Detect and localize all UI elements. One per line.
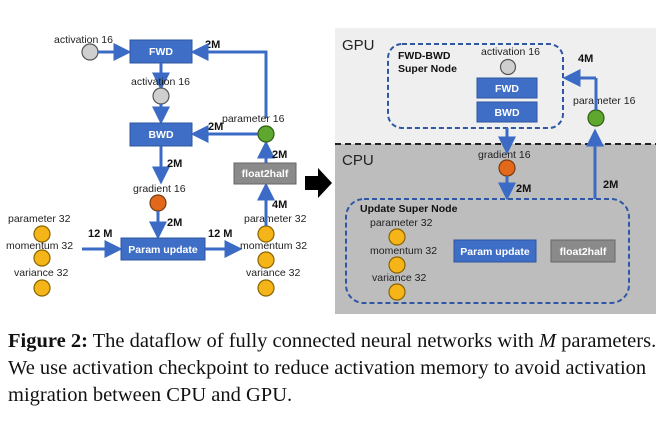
- parameter-half-label: parameter 16: [222, 113, 285, 125]
- caption-text-1: The dataflow of fully connected neural n…: [87, 330, 539, 352]
- momentum-in-label: momentum 32: [6, 240, 73, 252]
- caption-label: Figure 2:: [8, 330, 88, 352]
- parameter-in-node: [33, 225, 51, 243]
- parameter-half-node: [257, 125, 275, 143]
- update-super-node: [345, 198, 630, 304]
- qty-12m-out: 12 M: [208, 228, 232, 240]
- transform-arrow-icon: [305, 168, 332, 198]
- cpu-label: CPU: [342, 152, 374, 169]
- float2half-label: float2half: [242, 168, 289, 180]
- right-gradient-label: gradient 16: [478, 149, 531, 161]
- cpu-region: [335, 144, 656, 314]
- qty-4m: 4M: [272, 199, 287, 211]
- momentum-out-label: momentum 32: [240, 240, 307, 252]
- qty-2m-grad-in: 2M: [167, 217, 182, 229]
- right-parameter32-node: [388, 228, 406, 246]
- right-dataflow: GPU CPU FWD-BWD Super Node activation 16…: [335, 28, 656, 314]
- caption-text-2: parameters. We use activation checkpoint…: [8, 330, 657, 406]
- dataflow-diagram: activation 16 FWD 2M activation 16 BWD 2…: [6, 28, 656, 314]
- arrow-param-to-fwd: [190, 43, 268, 118]
- gradient-node: [149, 194, 167, 212]
- fwd-label: FWD: [149, 46, 173, 58]
- param-update-label: Param update: [128, 244, 198, 256]
- right-bwd-label: BWD: [494, 107, 519, 119]
- bwd-label: BWD: [148, 129, 173, 141]
- right-param-update-label: Param update: [460, 246, 530, 258]
- right-param-update-box: [453, 239, 537, 263]
- qty-2m-half: 2M: [272, 149, 287, 161]
- right-gradient-node: [498, 159, 516, 177]
- gpu-label: GPU: [342, 37, 375, 54]
- fwd-bwd-super-line2: Super Node: [398, 63, 457, 75]
- parameter-in-label: parameter 32: [8, 213, 71, 225]
- activation-top-node: [81, 43, 99, 61]
- right-qty-2m-param: 2M: [603, 179, 618, 191]
- right-bwd-box: [476, 101, 538, 123]
- activation-mid-label: activation 16: [131, 76, 190, 88]
- right-parameter-node: [587, 109, 605, 127]
- right-momentum32-node: [388, 256, 406, 274]
- right-activation-node: [499, 58, 517, 76]
- momentum-in-node: [33, 249, 51, 267]
- variance-in-label: variance 32: [14, 267, 68, 279]
- qty-2m-fwd: 2M: [205, 39, 220, 51]
- right-qty-4m: 4M: [578, 53, 593, 65]
- caption-math-m: M: [538, 330, 557, 352]
- left-dataflow: activation 16 FWD 2M activation 16 BWD 2…: [6, 34, 307, 297]
- qty-2m-bwd: 2M: [208, 121, 223, 133]
- right-momentum32-label: momentum 32: [370, 245, 437, 257]
- right-float2half-box: [550, 239, 616, 263]
- right-fwd-box: [476, 77, 538, 99]
- variance-out-label: variance 32: [246, 267, 300, 279]
- figure-caption: Figure 2: The dataflow of fully connecte…: [8, 328, 658, 409]
- variance-in-node: [33, 279, 51, 297]
- parameter-out-label: parameter 32: [244, 213, 307, 225]
- right-activation-label: activation 16: [481, 46, 540, 58]
- right-variance32-node: [388, 283, 406, 301]
- right-variance32-label: variance 32: [372, 272, 426, 284]
- qty-2m-grad-out: 2M: [167, 158, 182, 170]
- right-float2half-label: float2half: [560, 246, 607, 258]
- fwd-bwd-super-line1: FWD-BWD: [398, 50, 451, 62]
- right-parameter32-label: parameter 32: [370, 217, 433, 229]
- momentum-out-node: [257, 251, 275, 269]
- variance-out-node: [257, 279, 275, 297]
- update-super-label: Update Super Node: [360, 203, 458, 215]
- qty-12m-in: 12 M: [88, 228, 112, 240]
- right-parameter-label: parameter 16: [573, 95, 636, 107]
- right-fwd-label: FWD: [495, 83, 519, 95]
- activation-top-label: activation 16: [54, 34, 113, 46]
- right-qty-2m-grad: 2M: [516, 183, 531, 195]
- gradient-label: gradient 16: [133, 183, 186, 195]
- activation-mid-node: [152, 87, 170, 105]
